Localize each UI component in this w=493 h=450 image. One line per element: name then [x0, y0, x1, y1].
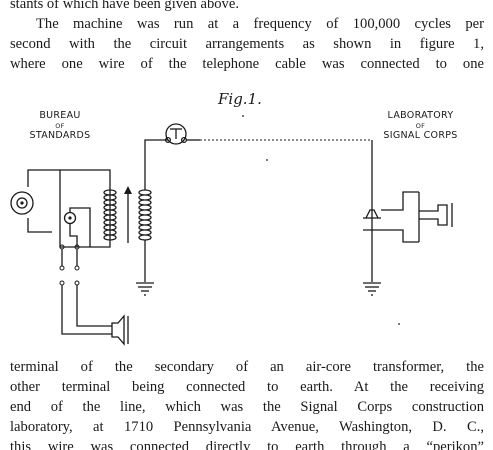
text-line: end of the line, which was the Signal Co… [10, 399, 484, 415]
label-line: LABORATORY [387, 110, 454, 121]
text-line: this wire was connected directly to eart… [10, 439, 484, 450]
label-line: STANDARDS [29, 130, 91, 141]
detector-icon [363, 209, 381, 282]
text-line: where one wire of the telephone cable wa… [10, 56, 484, 72]
telephone-receiver-icon [419, 203, 453, 227]
transformer-core-arrow [124, 186, 132, 243]
earphone-wires [61, 285, 112, 335]
detector-coil-icon [63, 207, 91, 247]
label-line: OF [415, 122, 426, 130]
text-line: The machine was run at a frequency of 10… [36, 16, 484, 32]
paragraph-top: stants of which have been given above. T… [10, 0, 484, 74]
receiver-branch [381, 191, 420, 243]
primary-coil [103, 189, 117, 241]
label-line: BUREAU [39, 110, 81, 121]
paragraph-bottom: terminal of the secondary of an air-core… [10, 357, 484, 450]
generator-icon [10, 191, 34, 215]
label-line: OF [55, 122, 65, 130]
label-bureau-of-standards: BUREAU OF STANDARDS [20, 111, 100, 141]
generator-circuit [27, 169, 111, 248]
figure-title: Fig.1. [218, 90, 262, 108]
ground-icon [363, 282, 381, 296]
text-line: stants of which have been given above. [10, 0, 239, 12]
earphone-icon [111, 314, 129, 346]
secondary-coil [138, 189, 152, 241]
text-line: second with the circuit arrangements as … [10, 36, 484, 52]
label-laboratory-of-signal-corps: LABORATORY OF SIGNAL CORPS [363, 111, 478, 141]
label-line: SIGNAL CORPS [383, 130, 458, 141]
text-line: laboratory, at 1710 Pennsylvania Avenue,… [10, 419, 484, 435]
switch-contacts [59, 244, 80, 286]
text-line: other terminal being connected to earth.… [10, 379, 484, 395]
instrument-icon [164, 123, 188, 145]
ground-icon [136, 282, 154, 296]
text-line: terminal of the secondary of an air-core… [10, 359, 484, 375]
